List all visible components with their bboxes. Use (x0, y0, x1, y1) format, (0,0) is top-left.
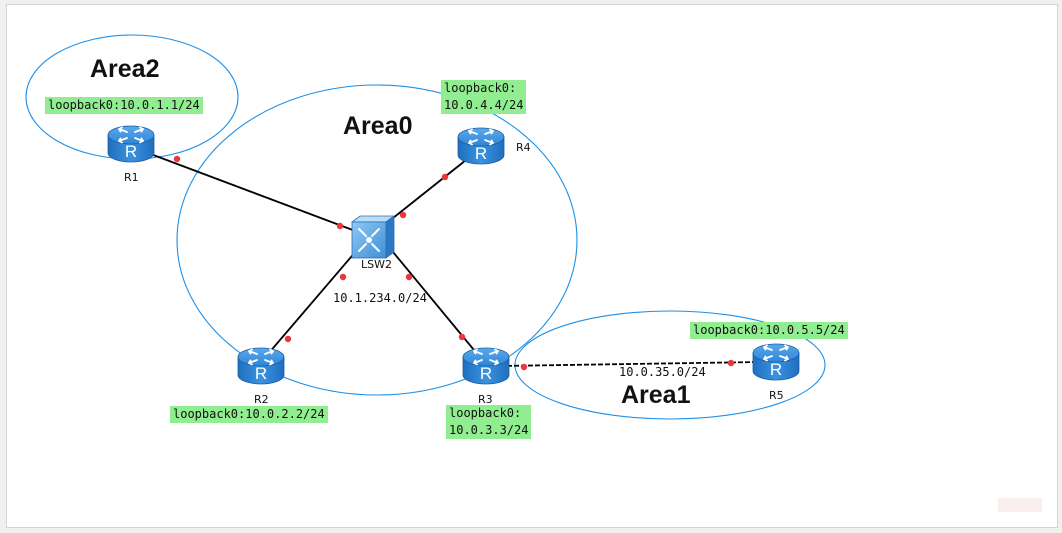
port-dot (458, 333, 466, 341)
r3-loopback-line2: 10.0.3.3/24 (449, 423, 529, 437)
area2-label: Area2 (90, 55, 160, 83)
topology-canvas (6, 4, 1058, 528)
port-dot (339, 273, 347, 281)
watermark (998, 498, 1042, 512)
r4-label: R4 (516, 141, 531, 154)
port-dot (284, 335, 292, 343)
r4-loopback-line2: 10.0.4.4/24 (444, 98, 524, 112)
r5-loopback-text: loopback0:10.0.5.5/24 (693, 323, 845, 337)
port-dot (727, 359, 735, 367)
router-r4-icon[interactable] (457, 127, 505, 165)
router-r2-icon[interactable] (237, 347, 285, 385)
link-r3-r5 (499, 361, 761, 367)
router-r3-icon[interactable] (462, 347, 510, 385)
link-r3-lsw2 (392, 251, 475, 351)
router-r5-icon[interactable] (752, 343, 800, 381)
lan-subnet-label: 10.1.234.0/24 (333, 291, 427, 305)
area0-label: Area0 (343, 112, 413, 140)
port-dot (399, 211, 407, 219)
port-dot (520, 363, 528, 371)
r3-loopback-line1: loopback0: (449, 406, 522, 420)
link-r1-lsw2 (147, 152, 359, 233)
r5-label: R5 (769, 389, 784, 402)
switch-lsw2-icon[interactable] (350, 215, 396, 259)
port-dot (441, 173, 449, 181)
area0-boundary (176, 84, 578, 396)
r2-loopback-label: loopback0:10.0.2.2/24 (170, 406, 328, 423)
r3-loopback-label: loopback0: 10.0.3.3/24 (446, 405, 532, 439)
port-dot (173, 155, 181, 163)
r3-r5-subnet-label: 10.0.35.0/24 (619, 365, 706, 379)
r2-loopback-text: loopback0:10.0.2.2/24 (173, 407, 325, 421)
r3-label: R3 (478, 393, 493, 406)
lsw2-label: LSW2 (361, 258, 392, 271)
router-r1-icon[interactable] (107, 125, 155, 163)
r2-label: R2 (254, 393, 269, 406)
port-dot (405, 273, 413, 281)
r5-loopback-label: loopback0:10.0.5.5/24 (690, 322, 848, 339)
r1-label: R1 (124, 171, 139, 184)
r4-loopback-label: loopback0: 10.0.4.4/24 (441, 80, 527, 114)
r1-loopback-label: loopback0:10.0.1.1/24 (45, 97, 203, 114)
r1-loopback-text: loopback0:10.0.1.1/24 (48, 98, 200, 112)
link-r2-lsw2 (267, 249, 358, 355)
area1-label: Area1 (621, 381, 691, 409)
port-dot (336, 222, 344, 230)
link-r4-lsw2 (382, 159, 467, 227)
r4-loopback-line1: loopback0: (444, 81, 517, 95)
